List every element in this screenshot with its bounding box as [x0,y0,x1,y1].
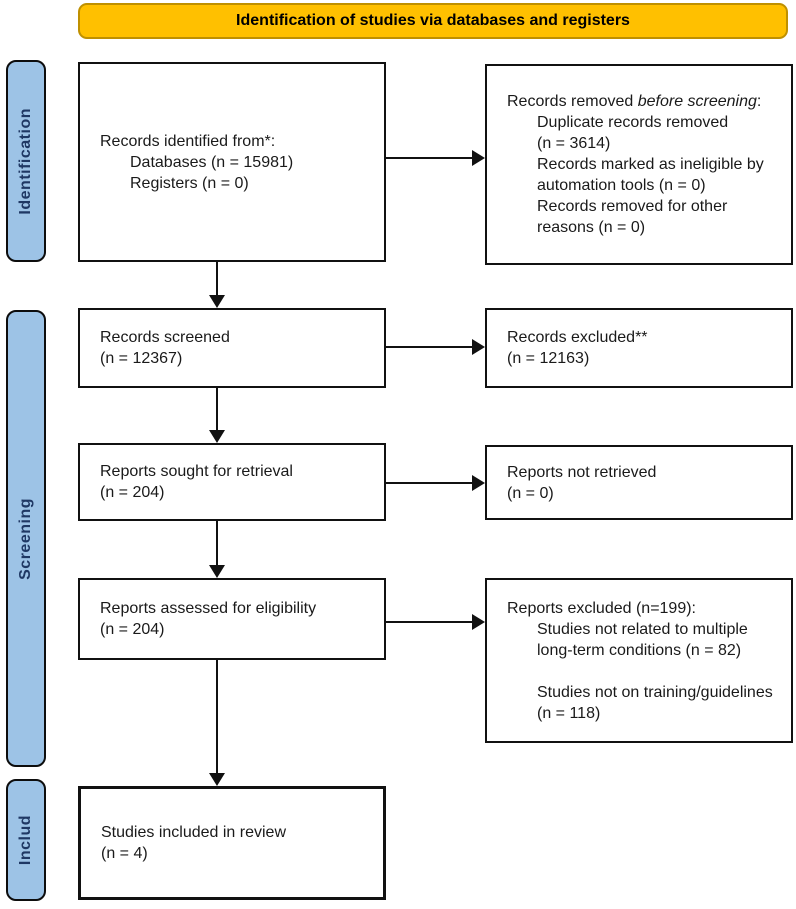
reports-not-retrieved-label: Reports not retrieved [507,463,657,481]
records-excluded-label: Records excluded** [507,329,648,346]
stage-screening-label: Screening [17,497,34,580]
reports-excluded-reason-training: Studies not on training/guidelines (n = … [537,683,773,722]
box-reports-assessed: Reports assessed for eligibility (n = 20… [78,578,386,660]
box-records-excluded: Records excluded** (n = 12163) [485,308,793,388]
box-reports-excluded: Reports excluded (n=199): Studies not re… [485,578,793,743]
stage-included-label: Includ [17,814,34,866]
reports-excluded-reason-mltc: Studies not related to multiple long-ter… [537,620,748,659]
records-removed-duplicates: Duplicate records removed (n = 3614) [537,114,729,152]
studies-included-count: (n = 4) [101,845,148,862]
reports-sought-label: Reports sought for retrieval [100,463,293,480]
arrow-sought-to-not-retrieved [386,475,485,491]
reports-sought-count: (n = 204) [100,484,165,501]
arrow-screened-to-sought [209,388,225,443]
arrow-assessed-to-included [209,660,225,786]
records-excluded-count: (n = 12163) [507,350,590,367]
box-records-removed-before-screening: Records removed before screening: Duplic… [485,64,793,265]
records-identified-title: Records identified from*: [100,132,276,150]
box-reports-not-retrieved: Reports not retrieved (n = 0) [485,445,793,520]
box-reports-sought: Reports sought for retrieval (n = 204) [78,443,386,521]
reports-assessed-label: Reports assessed for eligibility [100,600,317,617]
records-identified-registers: Registers (n = 0) [130,174,249,192]
arrow-screened-to-excluded [386,339,485,355]
records-removed-other: Records removed for other reasons (n = 0… [537,198,728,236]
box-records-screened: Records screened (n = 12367) [78,308,386,388]
records-removed-title: Records removed before screening: [507,93,762,110]
arrow-identified-to-removed [386,150,485,166]
arrow-assessed-to-excluded [386,614,485,630]
records-identified-databases: Databases (n = 15981) [130,153,294,171]
records-removed-automation: Records marked as ineligible by automati… [537,156,764,194]
records-screened-count: (n = 12367) [100,350,183,367]
box-studies-included: Studies included in review (n = 4) [78,786,386,900]
records-screened-label: Records screened [100,329,230,346]
reports-not-retrieved-count: (n = 0) [507,484,554,502]
stage-included: Includ [6,779,46,901]
banner-label: Identification of studies via databases … [236,12,630,29]
arrow-identified-to-screened [209,262,225,308]
studies-included-label: Studies included in review [101,824,286,841]
arrow-sought-to-assessed [209,521,225,578]
box-records-identified: Records identified from*: Databases (n =… [78,62,386,262]
banner: Identification of studies via databases … [78,3,788,39]
reports-excluded-title: Reports excluded (n=199): [507,599,696,617]
stage-screening: Screening [6,310,46,767]
stage-identification: Identification [6,60,46,262]
stage-identification-label: Identification [17,107,34,215]
reports-assessed-count: (n = 204) [100,621,165,638]
